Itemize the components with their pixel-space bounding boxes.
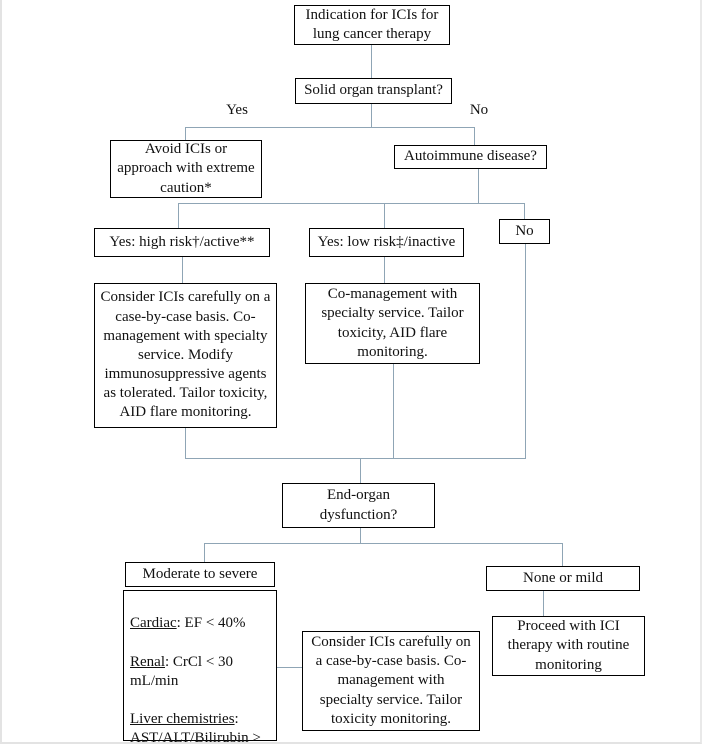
criteria-item-cardiac: Cardiac: EF < 40%: [130, 615, 246, 632]
node-avoid-icis-text: Avoid ICIs or approach with extreme caut…: [117, 141, 255, 196]
connector-no-autoimmune-drop: [524, 203, 525, 219]
branch-label-no-text: No: [469, 102, 489, 118]
node-proceed-ici: Proceed with ICI therapy with routine mo…: [492, 616, 645, 676]
connector-solid-organ-down: [371, 104, 372, 127]
node-moderate-to-severe: Moderate to severe: [125, 562, 275, 587]
node-autoimmune-disease-text: Autoimmune disease?: [404, 148, 537, 165]
node-comanagement-text: Co-management with specialty service. Ta…: [321, 286, 464, 360]
node-no-autoimmune: No: [499, 219, 550, 244]
connector-high-risk-drop: [178, 203, 179, 228]
connector-criteria-to-consider: [277, 667, 302, 668]
branch-label-yes-text: Yes: [226, 102, 248, 118]
connector-solid-organ-branch-rail: [185, 127, 475, 128]
node-end-organ-dysfunction: End-organ dysfunction?: [282, 483, 435, 528]
branch-label-no: No: [459, 102, 499, 119]
node-solid-organ-transplant-text: Solid organ transplant?: [304, 82, 443, 99]
connector-middle-action-to-rail: [393, 364, 394, 459]
connector-autoimmune-down: [478, 169, 479, 203]
connector-no-autoimmune-to-rail: [525, 244, 526, 459]
node-consider-icis-casebycase-text: Consider ICIs carefully on a case-by-cas…: [311, 634, 471, 727]
connector-low-risk-to-action: [384, 257, 385, 283]
branch-label-yes: Yes: [217, 102, 257, 119]
node-none-or-mild: None or mild: [486, 566, 640, 591]
criteria-item-liver: Liver chemistries: AST/ALT/Bilirubin > 3…: [130, 711, 261, 744]
connector-high-risk-to-action: [182, 257, 183, 283]
connector-start-to-solid-organ: [371, 45, 372, 78]
node-avoid-icis: Avoid ICIs or approach with extreme caut…: [110, 140, 262, 198]
node-dysfunction-criteria-list: Cardiac: EF < 40% Renal: CrCl < 30 mL/mi…: [130, 595, 265, 744]
connector-end-organ-down: [360, 528, 361, 543]
connector-autoimmune-branch-rail: [178, 203, 525, 204]
connector-none-mild-drop: [562, 543, 563, 566]
connector-none-mild-to-proceed: [543, 591, 544, 616]
node-no-autoimmune-text: No: [515, 222, 534, 239]
node-consider-icis-casebycase: Consider ICIs carefully on a case-by-cas…: [302, 631, 480, 731]
node-comanagement: Co-management with specialty service. Ta…: [305, 283, 480, 364]
connector-low-risk-drop: [384, 203, 385, 228]
connector-moderate-drop: [204, 543, 205, 562]
connector-end-organ-branch-rail: [204, 543, 563, 544]
node-proceed-ici-text: Proceed with ICI therapy with routine mo…: [507, 618, 630, 673]
connector-left-action-to-rail: [185, 428, 186, 459]
node-consider-icis-modify-text: Consider ICIs carefully on a case-by-cas…: [100, 289, 271, 421]
connector-yes-branch-drop: [185, 127, 186, 140]
criteria-item-renal: Renal: CrCl < 30 mL/min: [130, 653, 234, 689]
node-yes-high-risk-active-text: Yes: high risk†/active**: [109, 233, 255, 250]
node-none-or-mild-text: None or mild: [523, 569, 603, 586]
node-moderate-to-severe-text: Moderate to severe: [142, 565, 258, 582]
node-start: Indication for ICIs for lung cancer ther…: [294, 5, 450, 45]
node-start-text: Indication for ICIs for lung cancer ther…: [305, 6, 439, 42]
node-dysfunction-criteria: Cardiac: EF < 40% Renal: CrCl < 30 mL/mi…: [123, 590, 277, 744]
node-autoimmune-disease: Autoimmune disease?: [394, 145, 547, 169]
node-end-organ-dysfunction-text: End-organ dysfunction?: [319, 487, 398, 523]
connector-no-branch-drop: [474, 127, 475, 145]
node-yes-high-risk-active: Yes: high risk†/active**: [94, 228, 270, 257]
node-solid-organ-transplant: Solid organ transplant?: [295, 78, 452, 104]
node-consider-icis-modify: Consider ICIs carefully on a case-by-cas…: [94, 283, 277, 428]
node-yes-low-risk-inactive: Yes: low risk‡/inactive: [309, 228, 464, 257]
connector-rail-to-end-organ: [360, 458, 361, 483]
node-yes-low-risk-inactive-text: Yes: low risk‡/inactive: [317, 233, 456, 250]
connector-merge-rail: [185, 458, 526, 459]
